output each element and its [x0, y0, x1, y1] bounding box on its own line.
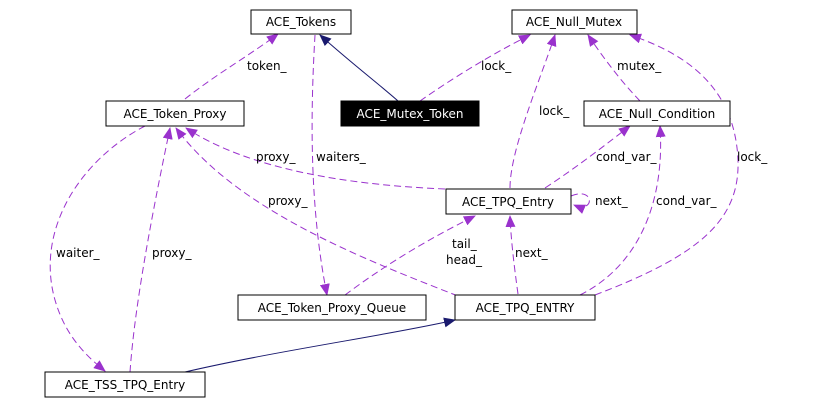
svg-text:ACE_TPQ_Entry: ACE_TPQ_Entry — [462, 195, 554, 209]
label-waiter: waiter_ — [56, 246, 101, 260]
label-head: head_ — [446, 253, 483, 267]
node-ace-mutex-token[interactable]: ACE_Mutex_Token — [340, 100, 480, 127]
label-tail: tail_ — [452, 237, 478, 251]
edge-waiters — [311, 34, 330, 296]
svg-text:ACE_Token_Proxy: ACE_Token_Proxy — [124, 107, 227, 121]
label-lock-tpq: lock_ — [737, 150, 768, 164]
label-proxy-tss: proxy_ — [152, 246, 192, 260]
node-ace-token-proxy[interactable]: ACE_Token_Proxy — [105, 100, 245, 127]
svg-text:ACE_Null_Mutex: ACE_Null_Mutex — [526, 15, 622, 29]
edge-labels: token_ lock_ mutex_ lock_ lock_ waiters_… — [56, 59, 768, 267]
label-token: token_ — [247, 59, 288, 73]
edge-proxy-typedef — [175, 127, 469, 301]
node-ace-tokens[interactable]: ACE_Tokens — [250, 9, 352, 35]
label-proxy-typedef: proxy_ — [268, 194, 308, 208]
edge-proxy-tss — [129, 127, 173, 373]
node-ace-null-mutex[interactable]: ACE_Null_Mutex — [511, 9, 638, 35]
edge-waiter — [49, 125, 146, 372]
edge-inherit-tss — [184, 317, 456, 373]
svg-text:ACE_TSS_TPQ_Entry: ACE_TSS_TPQ_Entry — [65, 378, 185, 392]
edge-next-typedef — [505, 215, 519, 295]
edge-next-self — [570, 193, 590, 214]
edge-tail-head — [344, 215, 476, 296]
label-waiters: waiters_ — [316, 150, 367, 164]
node-ace-tss-tpq-entry[interactable]: ACE_TSS_TPQ_Entry — [44, 371, 206, 398]
label-lock-entry: lock_ — [539, 104, 570, 118]
edge-cond-var-entry — [544, 125, 631, 189]
edge-token — [184, 33, 279, 100]
edge-lock-tpq-typedef — [594, 33, 739, 296]
node-ace-tpq-entry[interactable]: ACE_TPQ_Entry — [445, 188, 572, 215]
svg-text:ACE_TPQ_ENTRY: ACE_TPQ_ENTRY — [476, 301, 575, 315]
edge-cond-var-typedef — [579, 125, 666, 296]
label-mutex: mutex_ — [617, 59, 662, 73]
edge-lock-mutex-token — [419, 34, 531, 102]
svg-text:ACE_Null_Condition: ACE_Null_Condition — [599, 107, 715, 121]
node-ace-tpq-entry-typedef[interactable]: ACE_TPQ_ENTRY — [454, 294, 596, 321]
label-next-typedef: next_ — [515, 246, 549, 260]
label-proxy-entry: proxy_ — [256, 150, 296, 164]
svg-text:ACE_Mutex_Token: ACE_Mutex_Token — [356, 107, 463, 121]
label-cond-var-typedef: cond_var_ — [656, 194, 718, 208]
edge-lock-tpq-entry — [509, 34, 557, 189]
edge-inherit-mutex-token — [319, 34, 399, 102]
edge-proxy-entry — [185, 127, 446, 190]
label-lock-mutex: lock_ — [481, 59, 512, 73]
node-ace-null-condition[interactable]: ACE_Null_Condition — [583, 100, 731, 127]
edges — [49, 33, 739, 373]
node-ace-token-proxy-queue[interactable]: ACE_Token_Proxy_Queue — [237, 294, 427, 321]
label-cond-var-entry: cond_var_ — [596, 150, 658, 164]
label-next-self: next_ — [595, 194, 629, 208]
svg-text:ACE_Token_Proxy_Queue: ACE_Token_Proxy_Queue — [258, 301, 406, 315]
svg-text:ACE_Tokens: ACE_Tokens — [266, 15, 336, 29]
